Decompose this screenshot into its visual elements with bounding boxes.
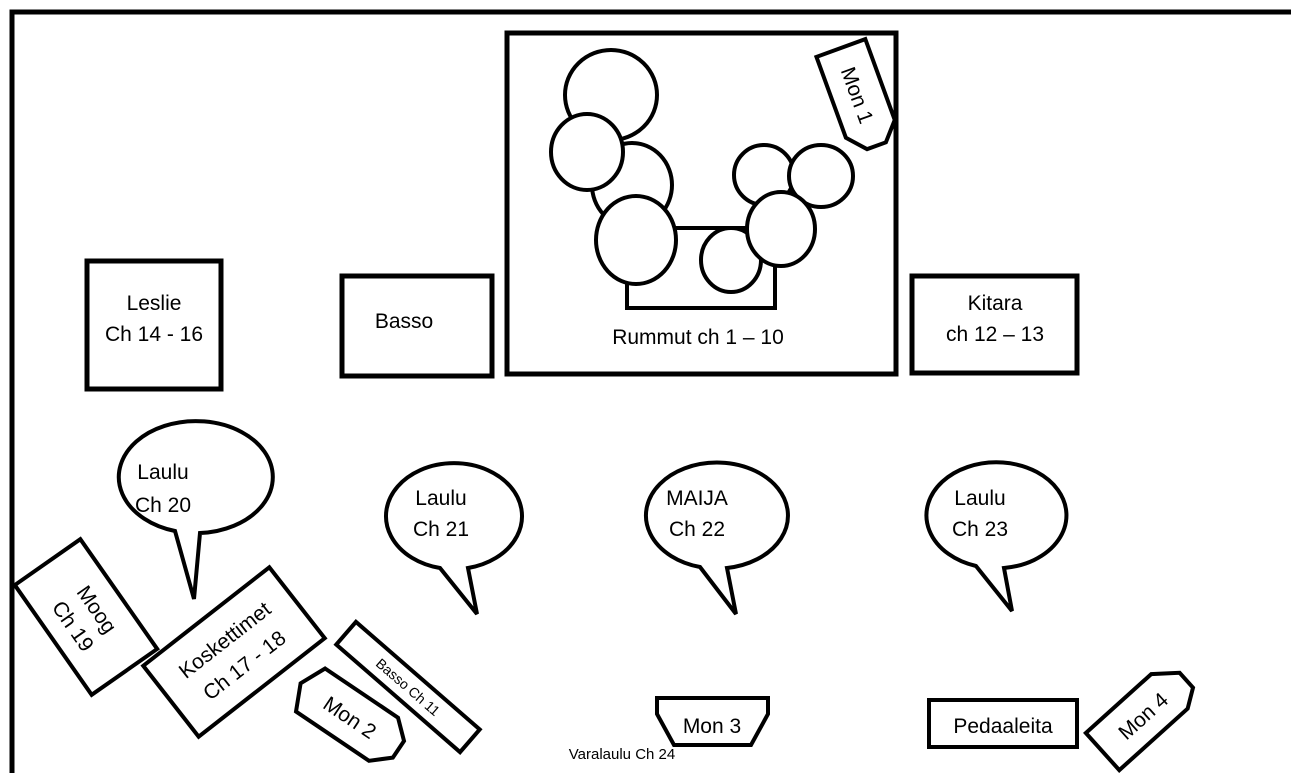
vocal-mic-22: MAIJA Ch 22 — [644, 460, 790, 616]
vocal-mic-23: Laulu Ch 23 — [924, 460, 1069, 613]
svg-text:Ch 23: Ch 23 — [952, 518, 1008, 541]
pedalboard — [927, 698, 1079, 749]
svg-text:Laulu: Laulu — [415, 487, 466, 510]
monitor-3: Mon 3 — [655, 696, 770, 747]
vocal-mic-20: Laulu Ch 20 — [116, 419, 275, 600]
svg-text:Laulu: Laulu — [954, 487, 1005, 510]
svg-text:Laulu: Laulu — [137, 461, 188, 484]
leslie-label: Leslie — [127, 292, 182, 315]
guitar-amp-channels: ch 12 – 13 — [946, 323, 1044, 346]
drum-kick — [594, 194, 678, 286]
drum-hihat — [745, 190, 817, 268]
svg-text:Ch 20: Ch 20 — [135, 494, 191, 517]
bass-amp-label: Basso — [375, 310, 433, 333]
monitor-1: Mon 1 — [813, 36, 897, 152]
drum-kit — [549, 48, 855, 294]
svg-text:Ch 22: Ch 22 — [669, 518, 725, 541]
monitor-2: Mon 2 — [293, 666, 407, 763]
drums-label: Rummut ch 1 – 10 — [612, 326, 784, 349]
svg-text:Mon 3: Mon 3 — [683, 715, 741, 738]
bass-di: Basso Ch 11 — [333, 619, 483, 755]
drum-cymbal-2 — [787, 143, 855, 209]
svg-text:Ch 21: Ch 21 — [413, 518, 469, 541]
bass-amp — [339, 273, 495, 379]
moog-keyboard: Moog Ch 19 — [12, 536, 160, 698]
vocal-mic-21: Laulu Ch 21 — [384, 461, 524, 616]
guitar-amp — [909, 273, 1080, 376]
monitor-4: Mon 4 — [1083, 670, 1196, 773]
drum-rack-tom — [549, 112, 625, 192]
leslie-channels: Ch 14 - 16 — [105, 323, 203, 346]
guitar-amp-label: Kitara — [968, 292, 1023, 315]
leslie-cabinet — [84, 258, 224, 392]
stage-outline — [9, 9, 1291, 773]
backing-vocal-label: Varalaulu Ch 24 — [569, 746, 675, 763]
pedalboard-label: Pedaaleita — [953, 715, 1053, 738]
svg-text:MAIJA: MAIJA — [666, 487, 728, 510]
